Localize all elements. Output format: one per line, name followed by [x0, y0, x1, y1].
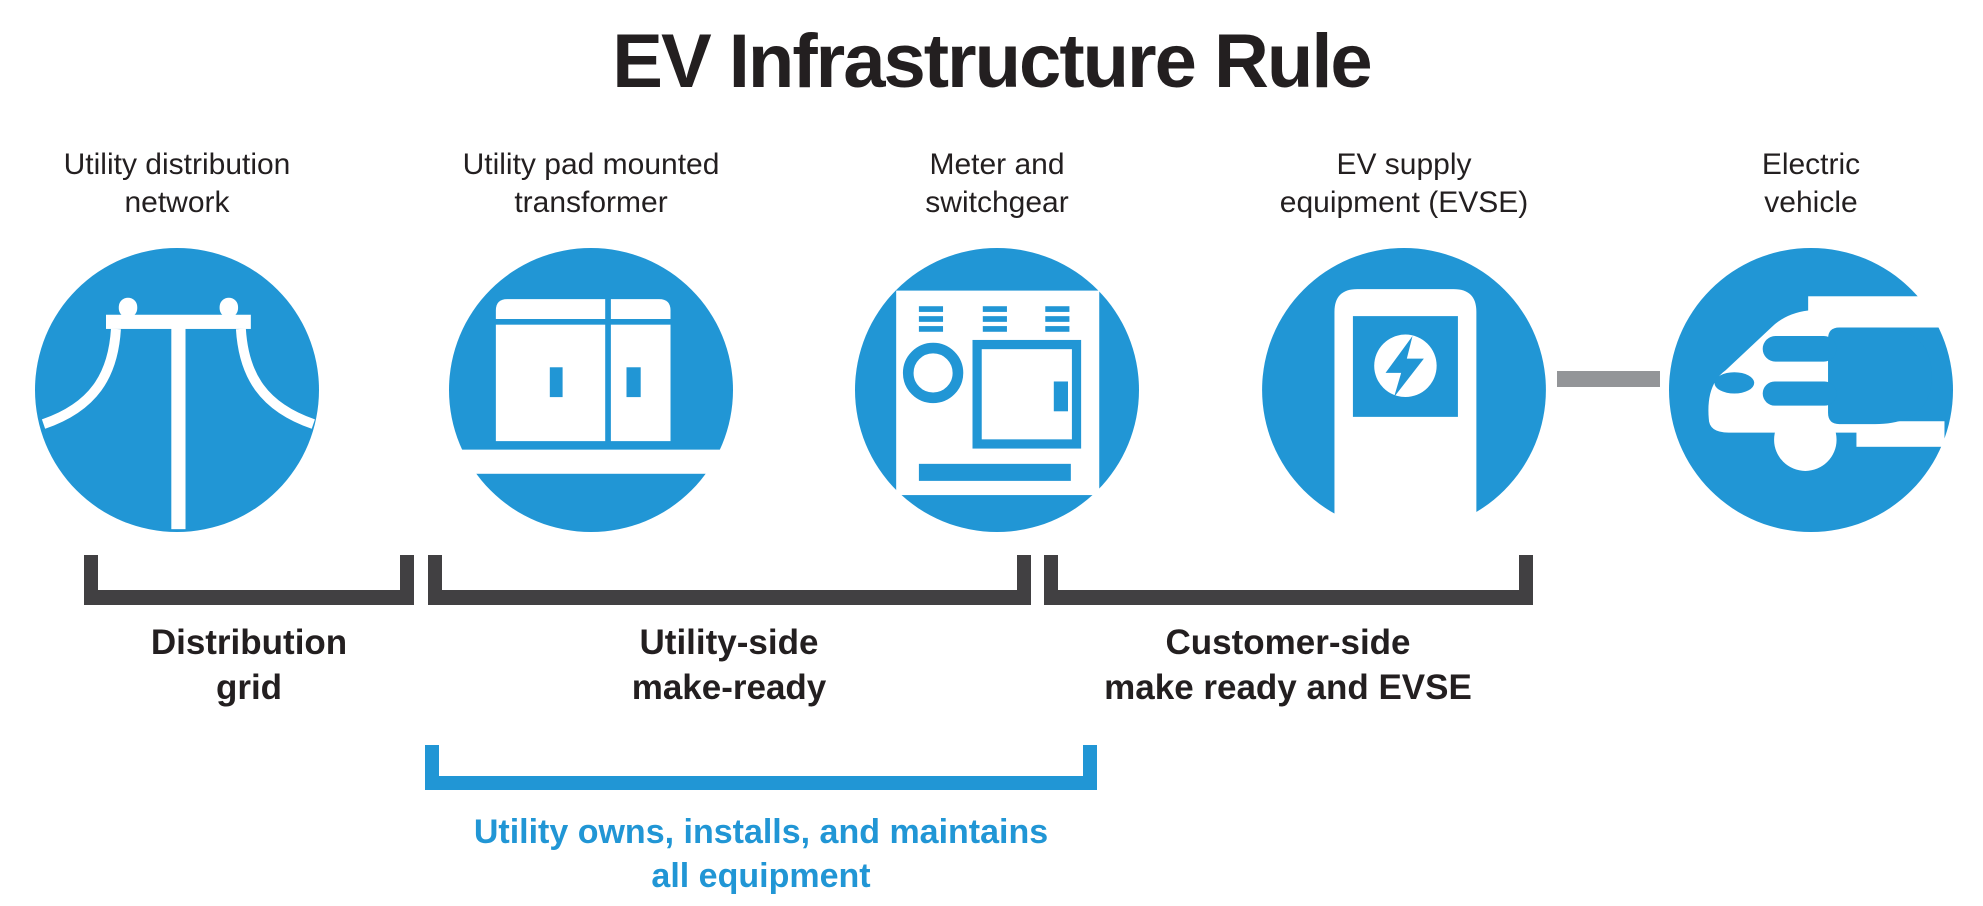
- electric-vehicle-icon: [1669, 248, 1953, 532]
- transformer-icon: [449, 248, 733, 532]
- bracket-utility-side-make-ready: [428, 555, 1031, 605]
- stage-label-ev-supply-equipment: EV supply equipment (EVSE): [1279, 148, 1529, 219]
- stage-label-utility-distribution-network: Utility distribution network: [63, 148, 291, 219]
- bracket-label-customer-side: Customer-side make ready and EVSE: [1104, 623, 1472, 707]
- stage-label-utility-pad-mounted-transformer: Utility pad mounted transformer: [462, 148, 720, 219]
- ev-charger-icon: [1262, 248, 1546, 546]
- connector-line: [1557, 371, 1660, 387]
- bracket-utility-ownership: [425, 745, 1097, 790]
- bracket-label-distribution-grid: Distribution grid: [150, 623, 348, 707]
- stage-label-meter-and-switchgear: Meter and switchgear: [925, 148, 1069, 219]
- bracket-distribution-grid: [84, 555, 414, 605]
- power-pole-icon: [35, 248, 319, 532]
- stage-label-electric-vehicle: Electric vehicle: [1761, 148, 1861, 219]
- meter-switchgear-icon: [855, 248, 1139, 532]
- page-title: EV Infrastructure Rule: [612, 19, 1372, 104]
- bracket-customer-side: [1044, 555, 1533, 605]
- utility-ownership-note: Utility owns, installs, and maintains al…: [473, 813, 1049, 895]
- bracket-label-utility-side-make-ready: Utility-side make-ready: [631, 623, 827, 707]
